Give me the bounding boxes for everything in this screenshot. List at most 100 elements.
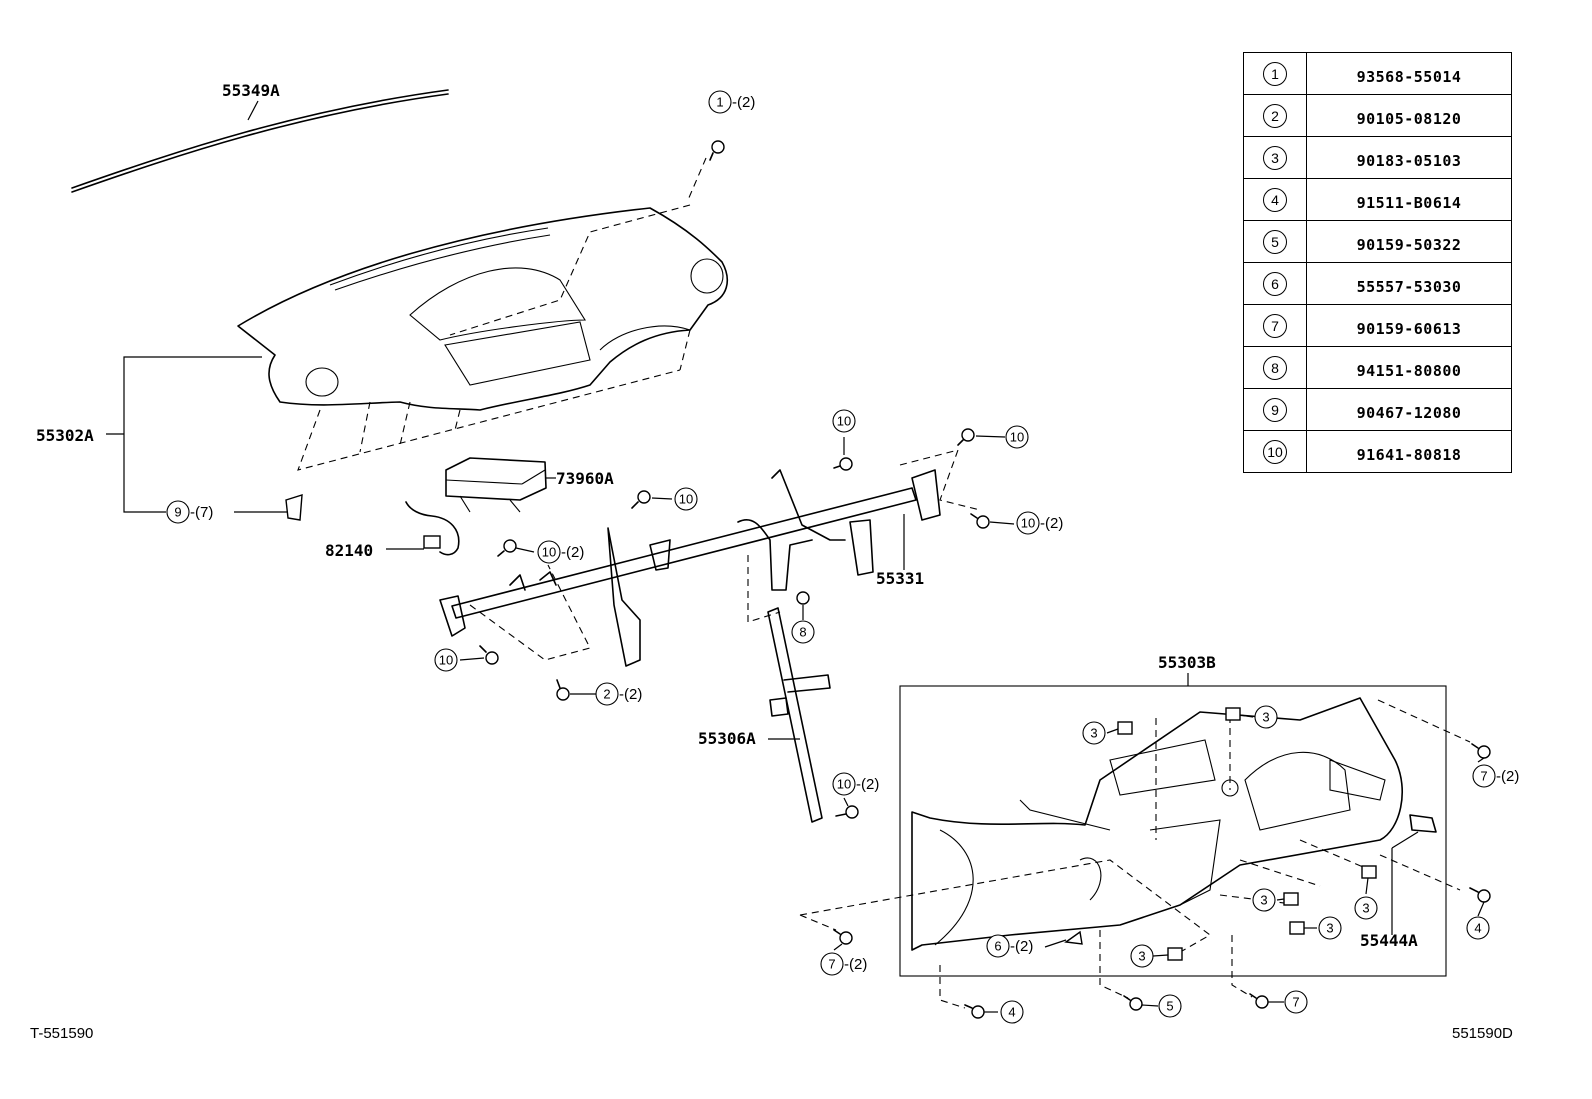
clip-3-f[interactable] xyxy=(1167,947,1183,961)
legend-key-circle: 6 xyxy=(1263,271,1287,296)
callout-number: 10 xyxy=(679,492,693,507)
clip-3-a[interactable] xyxy=(1117,721,1133,735)
clip-3-d[interactable] xyxy=(1361,865,1377,879)
callout-number: 10 xyxy=(439,653,453,668)
bolt-10-top-right[interactable] xyxy=(957,428,975,446)
callout-leaders xyxy=(459,435,1485,1013)
clip-6[interactable] xyxy=(1064,930,1083,945)
figure-code-left: T-551590 xyxy=(30,1025,93,1042)
callout-circle xyxy=(708,90,732,114)
callout-group: 1-(2)9-(7)1010-(2)101010-(2)8102-(2)10-(… xyxy=(166,90,1519,1024)
clip-3-e[interactable] xyxy=(1289,921,1305,935)
clip-3-b[interactable] xyxy=(1225,707,1241,721)
callout-10: 10 xyxy=(832,409,856,433)
callout-7: 7-(2) xyxy=(1472,764,1519,788)
callout-number: 10 xyxy=(837,777,851,792)
callout-number: 7 xyxy=(1292,995,1299,1010)
callout-circle xyxy=(1130,944,1154,968)
label-55303B: 55303B xyxy=(1158,653,1216,672)
callout-2: 2-(2) xyxy=(595,682,642,706)
callout-circle xyxy=(1082,721,1106,745)
legend-row: 5 90159-50322 xyxy=(1243,220,1512,263)
lower-panel-part[interactable] xyxy=(799,697,1471,1009)
callout-10: 10-(2) xyxy=(537,540,584,564)
legend-key-circle: 10 xyxy=(1263,439,1287,464)
bolt-10-top[interactable] xyxy=(833,457,853,471)
bolt-10-mid[interactable] xyxy=(631,490,651,509)
legend-part-number: 91511-B0614 xyxy=(1306,178,1512,221)
callout-quantity: -(7) xyxy=(190,504,213,521)
instrument-panel-part[interactable] xyxy=(237,157,729,471)
legend-part-number: 90467-12080 xyxy=(1306,388,1512,431)
callout-number: 8 xyxy=(799,625,806,640)
callout-number: 10 xyxy=(1010,430,1024,445)
wire-harness-part[interactable] xyxy=(386,501,460,556)
screw-5-bottom[interactable] xyxy=(1123,995,1143,1011)
legend-key: 1 xyxy=(1243,52,1307,95)
clip-3-c[interactable] xyxy=(1283,892,1299,906)
callout-number: 3 xyxy=(1090,726,1097,741)
callout-quantity: -(2) xyxy=(1010,938,1033,955)
screw-4-right[interactable] xyxy=(1469,887,1491,903)
clip-9[interactable] xyxy=(285,494,303,521)
airbag-assembly-part[interactable] xyxy=(445,457,556,513)
bolt-2[interactable] xyxy=(556,679,570,701)
legend-key: 2 xyxy=(1243,94,1307,137)
label-55306A: 55306A xyxy=(698,729,756,748)
screw-7-left[interactable] xyxy=(833,929,853,945)
legend-part-number: 91641-80818 xyxy=(1306,430,1512,473)
bolt-10-brace[interactable] xyxy=(835,805,859,819)
lower-panel-group-frame xyxy=(899,673,1447,977)
callout-circle xyxy=(1016,511,1040,535)
legend-row: 4 91511-B0614 xyxy=(1243,178,1512,221)
callout-number: 3 xyxy=(1326,921,1333,936)
bolt-10-right[interactable] xyxy=(970,513,990,529)
screw-7-bottom[interactable] xyxy=(1249,993,1269,1009)
callout-number: 3 xyxy=(1138,949,1145,964)
legend-part-number: 90159-60613 xyxy=(1306,304,1512,347)
legend-key-circle: 5 xyxy=(1263,229,1287,254)
legend-part-number: 90159-50322 xyxy=(1306,220,1512,263)
screw-1[interactable] xyxy=(709,140,725,161)
bolt-10-left[interactable] xyxy=(497,539,517,557)
callout-7: 7-(2) xyxy=(820,952,867,976)
callout-10: 10-(2) xyxy=(1016,511,1063,535)
reinforcement-tube-part[interactable] xyxy=(439,449,981,667)
callout-circle xyxy=(986,934,1010,958)
bolt-10-bottom-left[interactable] xyxy=(479,645,499,665)
callout-1: 1-(2) xyxy=(708,90,755,114)
screw-4-bottom[interactable] xyxy=(964,1004,985,1019)
callout-5: 5 xyxy=(1158,994,1182,1018)
label-82140: 82140 xyxy=(325,541,373,560)
legend-key: 4 xyxy=(1243,178,1307,221)
nut-8[interactable] xyxy=(796,591,810,605)
legend-key: 9 xyxy=(1243,388,1307,431)
legend-key-circle: 2 xyxy=(1263,103,1287,128)
callout-circle xyxy=(832,409,856,433)
legend-key-circle: 4 xyxy=(1263,187,1287,212)
callout-circle xyxy=(1472,764,1496,788)
callout-circle xyxy=(674,487,698,511)
windshield-moulding-part[interactable] xyxy=(71,89,449,193)
callout-circle xyxy=(832,772,856,796)
label-55302A: 55302A xyxy=(36,426,94,445)
legend-part-number: 90105-08120 xyxy=(1306,94,1512,137)
screw-7-right[interactable] xyxy=(1471,743,1491,759)
callout-number: 6 xyxy=(994,939,1001,954)
callout-3: 3 xyxy=(1318,916,1342,940)
callout-3: 3 xyxy=(1082,721,1106,745)
legend-key: 5 xyxy=(1243,220,1307,263)
callout-10: 10-(2) xyxy=(832,772,879,796)
callout-circle xyxy=(1254,705,1278,729)
figure-code-right: 551590D xyxy=(1452,1025,1513,1042)
callout-3: 3 xyxy=(1354,896,1378,920)
callout-number: 3 xyxy=(1260,893,1267,908)
callout-circle xyxy=(1005,425,1029,449)
brace-part[interactable] xyxy=(767,607,831,823)
callout-number: 10 xyxy=(837,414,851,429)
